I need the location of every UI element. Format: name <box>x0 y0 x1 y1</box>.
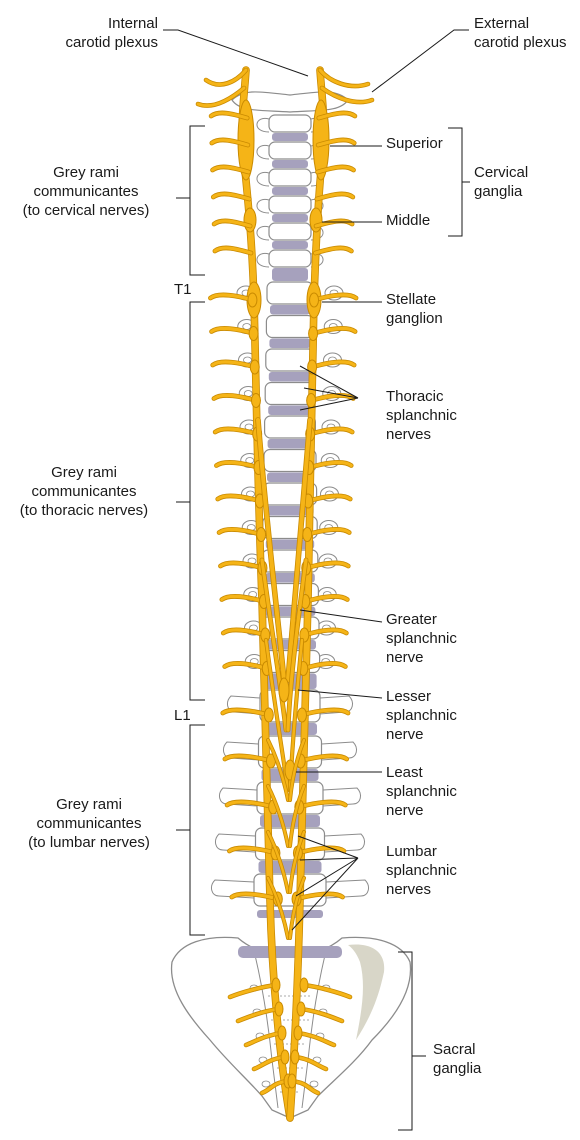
intervertebral-disc <box>272 160 308 168</box>
left-paravertebral-ganglion <box>249 327 258 341</box>
intervertebral-disc <box>272 133 308 141</box>
external-carotid-plexus-label: External carotid plexus <box>474 14 567 52</box>
lumbar-splanchnic-nerves-label: Lumbar splanchnic nerves <box>386 842 457 899</box>
thoracic-grey-rami-bracket <box>176 302 205 700</box>
vertebral-body <box>269 115 311 132</box>
lumbar-grey-rami-bracket <box>176 725 205 935</box>
least-splanchnic-nerve-label: Least splanchnic nerve <box>386 763 457 820</box>
right-paravertebral-ganglion <box>297 708 306 722</box>
right-paravertebral-ganglion <box>309 327 318 341</box>
stellate-ganglion-label: Stellate ganglion <box>386 290 443 328</box>
left-paravertebral-ganglion <box>248 293 257 307</box>
vertebral-body <box>267 282 313 304</box>
vertebral-body <box>269 142 311 159</box>
internal-carotid-plexus-label: Internal carotid plexus <box>40 14 158 52</box>
vertebral-body <box>266 349 314 371</box>
right-paravertebral-ganglion <box>310 293 319 307</box>
intervertebral-disc <box>272 241 308 249</box>
cervical-transverse-process <box>257 172 269 186</box>
left-paravertebral-ganglion <box>264 708 273 722</box>
sacral-foramen <box>262 1081 270 1087</box>
left-sacral-ganglion <box>272 978 280 992</box>
middle-cervical-ganglion-label: Middle <box>386 211 430 230</box>
greater-splanchnic-nerve-label: Greater splanchnic nerve <box>386 610 457 667</box>
grey-rami-thoracic-label: Grey rami communicantes (to thoracic ner… <box>4 463 164 520</box>
left-splanchnic-ganglion <box>279 678 289 702</box>
right-sacral-ganglion <box>297 1002 305 1016</box>
intervertebral-disc <box>272 214 308 222</box>
left-middle-cervical-ganglion <box>244 208 256 232</box>
cervical-ganglia-label: Cervical ganglia <box>474 163 528 201</box>
right-paravertebral-ganglion <box>308 360 317 374</box>
sacral-ganglia-label: Sacral ganglia <box>433 1040 481 1078</box>
thoracic-splanchnic-nerves-label: Thoracic splanchnic nerves <box>386 387 457 444</box>
sacral-foramen <box>310 1081 318 1087</box>
grey-rami-lumbar-label: Grey rami communicantes (to lumbar nerve… <box>12 795 166 852</box>
intervertebral-disc <box>268 406 312 416</box>
superior-cervical-ganglion-label: Superior <box>386 134 443 153</box>
external-carotid-leader <box>372 30 469 92</box>
vertebral-body <box>269 196 311 213</box>
l1-level-label: L1 <box>174 706 191 725</box>
vertebral-body <box>266 316 313 338</box>
left-sacral-ganglion <box>278 1026 286 1040</box>
left-paravertebral-ganglion <box>251 394 260 408</box>
vertebral-body <box>269 169 311 186</box>
intervertebral-disc <box>269 339 310 349</box>
intervertebral-disc <box>272 268 308 281</box>
intervertebral-disc <box>272 187 308 195</box>
cervical-transverse-process <box>257 253 269 267</box>
lumbosacral-disc <box>238 946 342 958</box>
left-paravertebral-ganglion <box>257 528 266 542</box>
cervical-ganglia-bracket <box>448 128 470 236</box>
left-paravertebral-ganglion <box>250 360 259 374</box>
cervical-transverse-process <box>257 199 269 213</box>
grey-rami-cervical-label: Grey rami communicantes (to cervical ner… <box>8 163 164 220</box>
right-sacral-ganglion <box>294 1026 302 1040</box>
cervical-transverse-process <box>257 145 269 159</box>
cervical-transverse-process <box>257 118 269 132</box>
t1-level-label: T1 <box>174 280 192 299</box>
cervical-grey-rami-bracket <box>176 126 205 275</box>
cervical-transverse-process <box>257 226 269 240</box>
vertebral-body <box>269 223 311 240</box>
intervertebral-disc <box>270 305 310 315</box>
lesser-splanchnic-nerve-label: Lesser splanchnic nerve <box>386 687 457 744</box>
right-sacral-ganglion <box>300 978 308 992</box>
right-paravertebral-ganglion <box>307 394 316 408</box>
left-sacral-ganglion <box>281 1050 289 1064</box>
vertebral-body <box>269 250 311 267</box>
internal-carotid-leader <box>163 30 308 76</box>
right-paravertebral-ganglion <box>303 528 312 542</box>
intervertebral-disc <box>269 372 311 382</box>
right-sacral-ganglion <box>288 1074 296 1088</box>
right-sacral-ganglion <box>291 1050 299 1064</box>
right-middle-cervical-ganglion <box>310 208 322 232</box>
left-sacral-ganglion <box>275 1002 283 1016</box>
